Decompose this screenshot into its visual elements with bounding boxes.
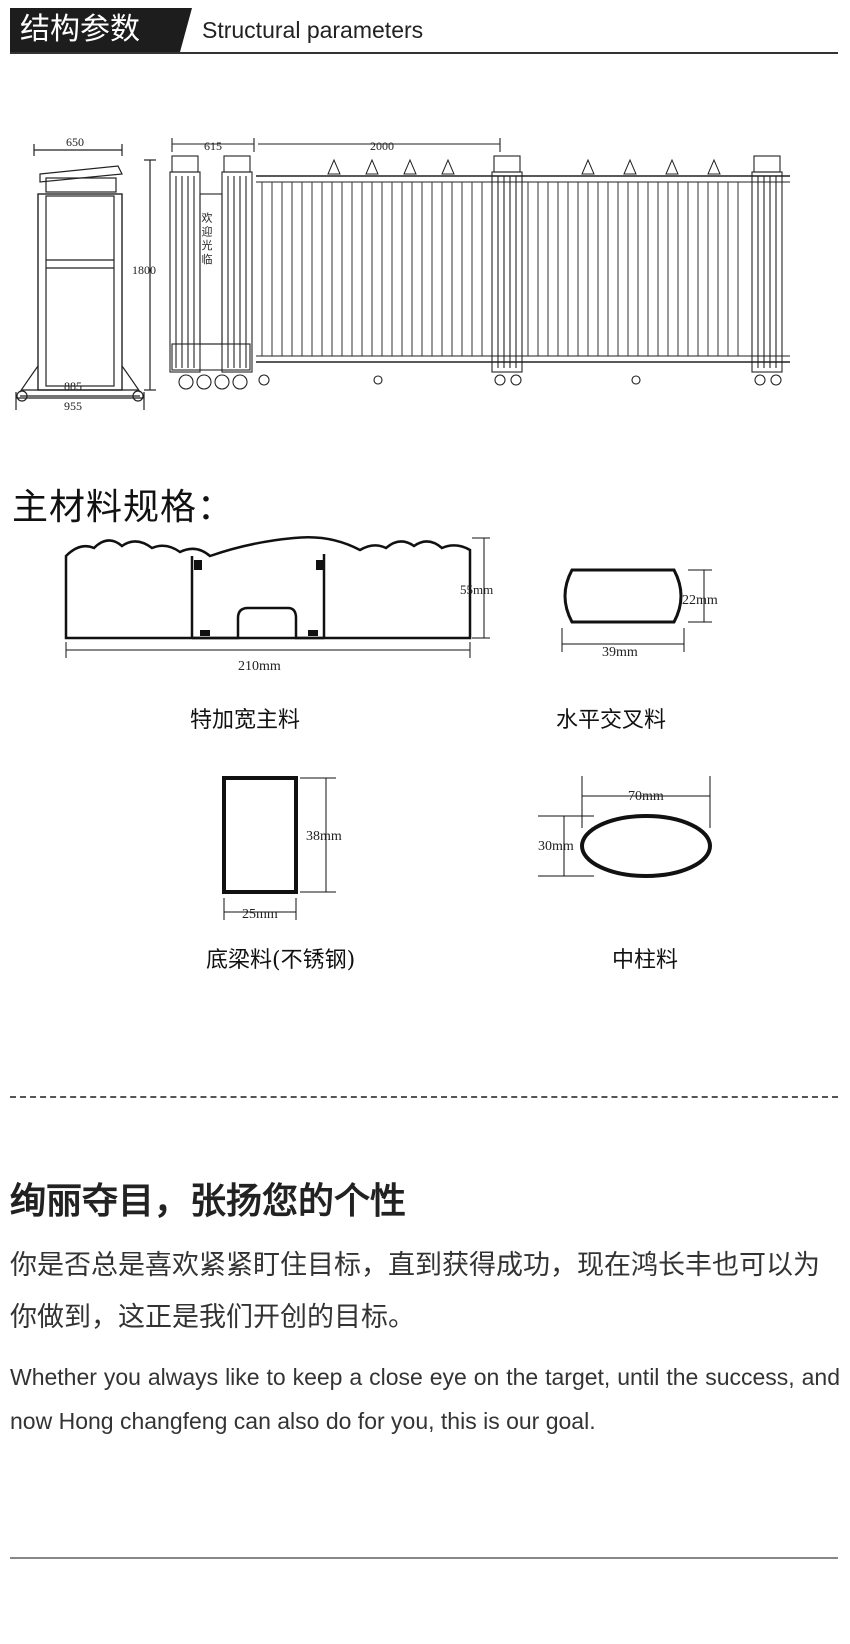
dim-side-outer-width: 955 [64, 399, 82, 413]
profile-middle-column: 70mm 30mm [538, 776, 712, 878]
section-header: 结构参数 Structural parameters [10, 8, 838, 54]
caption-horizontal-cross: 水平交叉料 [556, 708, 667, 733]
dim-cross-height: 22mm [682, 593, 718, 608]
profile-horizontal-cross: 39mm 22mm [561, 568, 718, 660]
header-tab-notch [180, 8, 192, 52]
dim-column-width: 70mm [628, 789, 664, 804]
slogan-heading: 绚丽夺目，张扬您的个性 [10, 1181, 407, 1222]
gate-front-bars [261, 182, 739, 356]
gate-side-view [15, 144, 156, 410]
dim-main-height: 55mm [460, 582, 493, 597]
dim-side-width-top: 650 [66, 135, 84, 149]
profile-main-material: 210mm 55mm [64, 535, 493, 674]
materials-title: 主材料规格： [12, 487, 235, 528]
dim-beam-height: 38mm [306, 829, 342, 844]
dim-cross-width: 39mm [602, 645, 638, 660]
bottom-rule [10, 1557, 838, 1559]
dim-main-width: 210mm [238, 659, 281, 674]
header-rule [10, 52, 838, 54]
dim-beam-width: 25mm [242, 907, 278, 922]
caption-middle-column: 中柱料 [612, 948, 679, 973]
paragraph-cn: 你是否总是喜欢紧紧盯住目标，直到获得成功，现在鸿长丰也可以为你做到，这正是我们开… [10, 1250, 820, 1333]
header-title-en: Structural parameters [202, 17, 424, 43]
header-title-cn: 结构参数 [10, 8, 180, 52]
dim-side-height: 1800 [132, 263, 156, 277]
dim-head-width: 615 [204, 139, 222, 153]
dim-side-inner-width: 885 [64, 379, 82, 393]
dim-section-width: 2000 [370, 139, 394, 153]
caption-main-material: 特加宽主料 [190, 708, 301, 733]
gate-front-view [169, 138, 790, 390]
gate-structure-diagram: 650 1800 885 955 [15, 135, 790, 413]
dashed-separator [10, 1096, 838, 1098]
gate-front-finials [327, 158, 721, 175]
dim-column-height: 30mm [538, 839, 574, 854]
paragraph-en: Whether you always like to keep a close … [10, 1364, 840, 1434]
caption-bottom-beam: 底梁料(不锈钢) [206, 948, 356, 973]
profile-bottom-beam: 25mm 38mm [222, 776, 342, 922]
gate-sign-text: 欢 迎 光 临 [200, 211, 213, 265]
